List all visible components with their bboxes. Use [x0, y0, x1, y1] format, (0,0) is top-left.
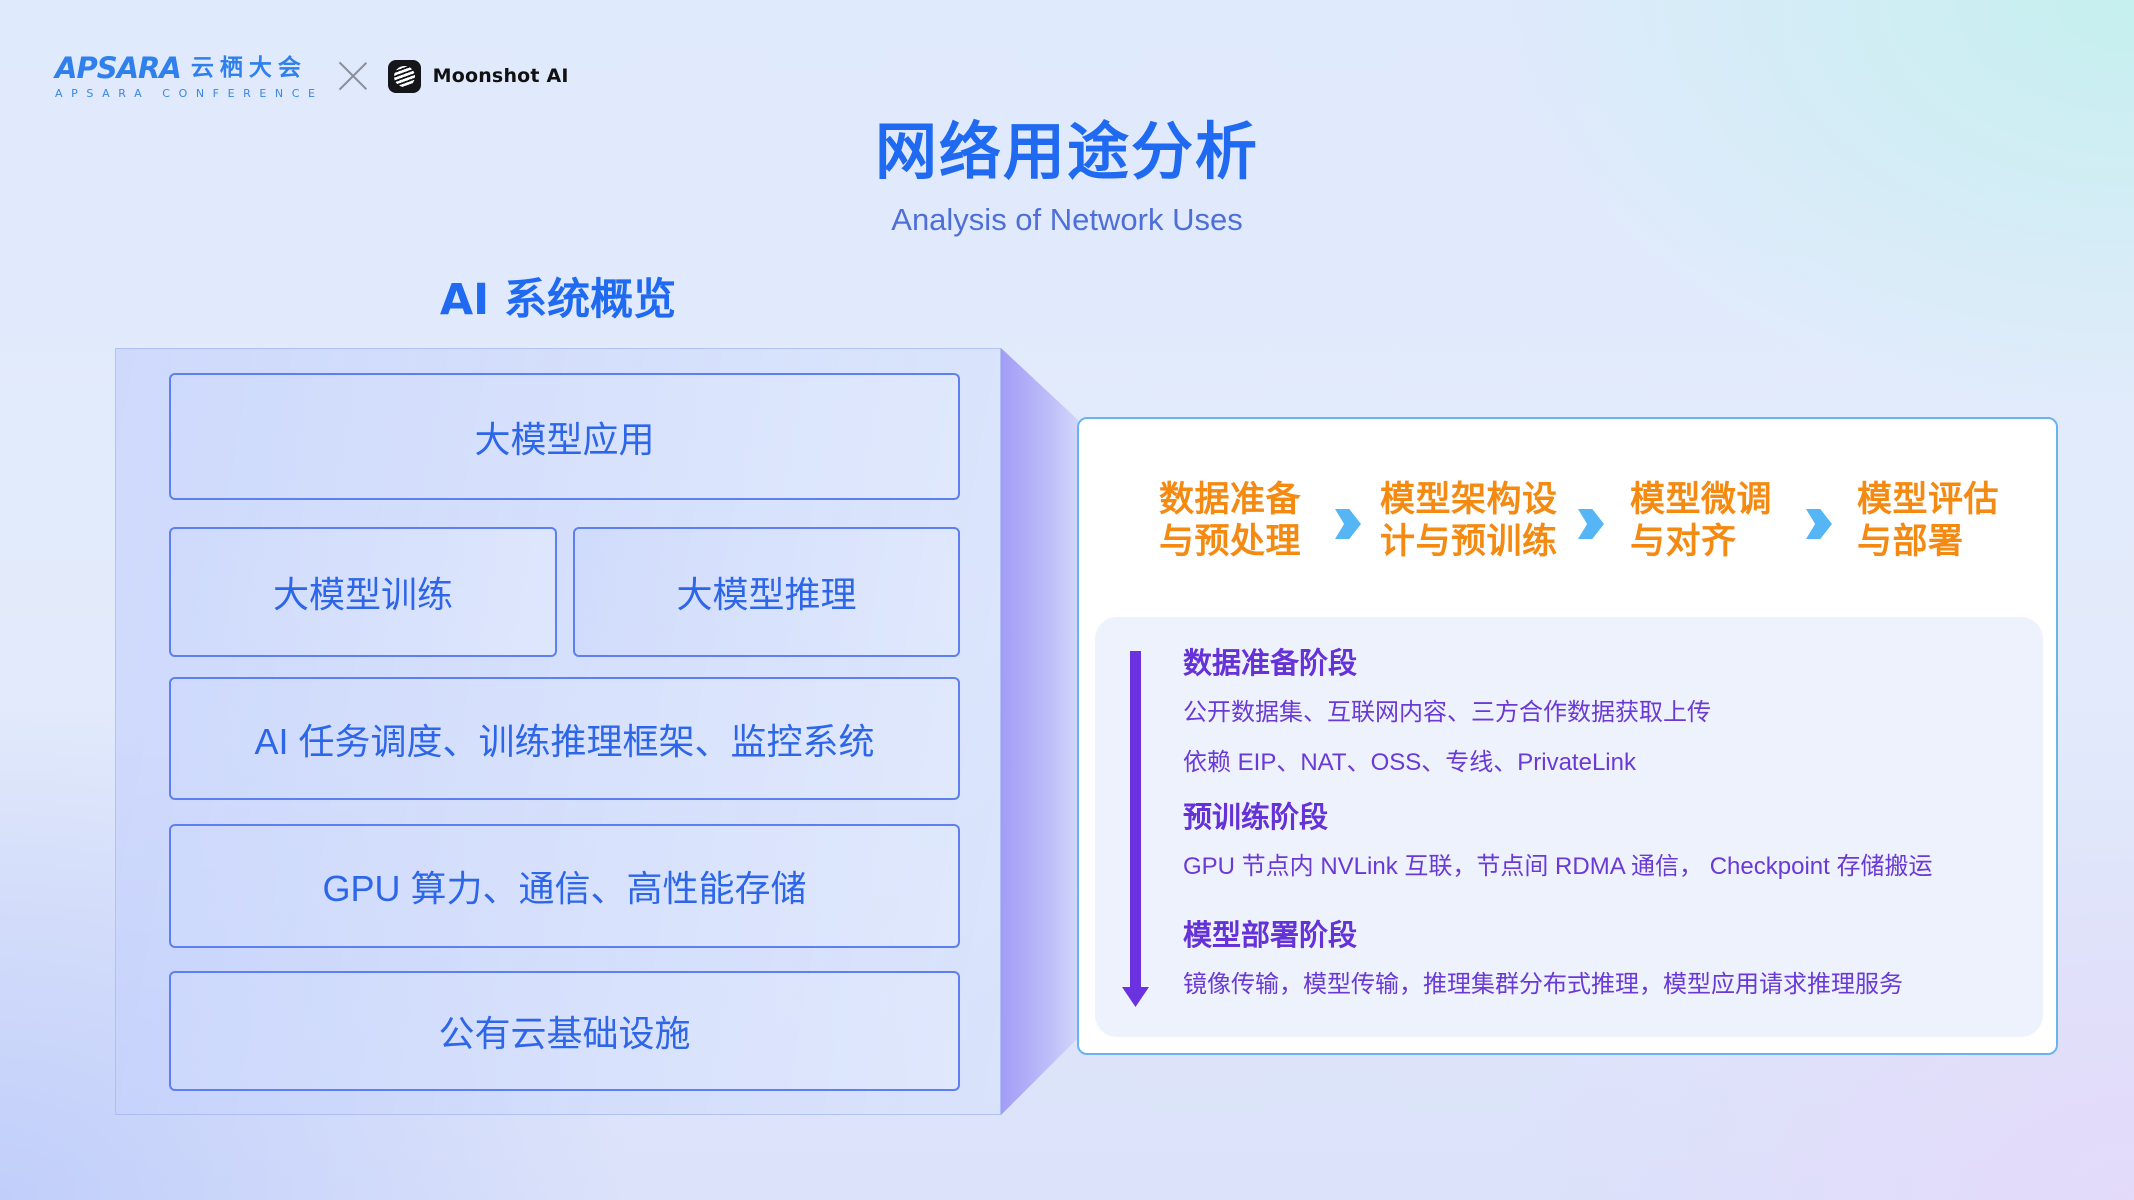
lifecycle-flow: 数据准备 与预处理 模型架构设 计与预训练 模型微调 与对齐 模型评估 与部署 — [1079, 479, 2056, 579]
flow-step-eval-deploy: 模型评估 与部署 — [1857, 480, 2000, 562]
flow-step-finetune: 模型微调 与对齐 — [1630, 480, 1773, 562]
layer-llm-training: 大模型训练 — [169, 527, 557, 657]
ai-system-overview-title: AI 系统概览 — [439, 275, 677, 325]
stage-line: GPU 节点内 NVLink 互联，节点间 RDMA 通信， Checkpoin… — [1183, 853, 1933, 880]
stage-line: 依赖 EIP、NAT、OSS、专线、PrivateLink — [1183, 749, 1636, 776]
moonshot-name: Moonshot AI — [432, 65, 569, 87]
times-icon — [338, 61, 368, 91]
chevron-right-icon — [1335, 509, 1361, 539]
apsara-tagline: APSARA CONFERENCE — [55, 86, 324, 100]
stage-title-data-prep: 数据准备阶段 — [1183, 646, 1358, 680]
apsara-logo: APSARA 云栖大会 APSARA CONFERENCE — [55, 53, 324, 100]
chevron-right-icon — [1806, 509, 1832, 539]
apsara-cn-name: 云栖大会 — [190, 54, 307, 81]
stage-details-panel: 数据准备阶段 公开数据集、互联网内容、三方合作数据获取上传 依赖 EIP、NAT… — [1095, 617, 2043, 1037]
layer-llm-inference: 大模型推理 — [573, 527, 960, 657]
stage-title-deployment: 模型部署阶段 — [1183, 918, 1358, 952]
layer-gpu-compute-storage: GPU 算力、通信、高性能存储 — [169, 824, 960, 948]
page-title: 网络用途分析 — [874, 115, 1259, 188]
logo-bar: APSARA 云栖大会 APSARA CONFERENCE Moonshot A… — [55, 52, 569, 100]
layer-public-cloud-infra: 公有云基础设施 — [169, 971, 960, 1091]
moonshot-globe-icon — [387, 59, 421, 93]
arrow-down-icon — [1122, 987, 1149, 1007]
network-usage-card: 数据准备 与预处理 模型架构设 计与预训练 模型微调 与对齐 模型评估 与部署 … — [1077, 417, 2058, 1055]
chevron-right-icon — [1578, 509, 1604, 539]
page-subtitle: Analysis of Network Uses — [891, 202, 1243, 237]
apsara-wordmark: APSARA — [55, 50, 182, 85]
timeline-bar — [1130, 651, 1141, 989]
layer-ai-scheduling-frameworks: AI 任务调度、训练推理框架、监控系统 — [169, 677, 960, 800]
stage-title-pretraining: 预训练阶段 — [1183, 800, 1329, 834]
zoom-connector — [1001, 348, 1078, 1115]
flow-step-pretraining: 模型架构设 计与预训练 — [1380, 480, 1558, 562]
layer-llm-application: 大模型应用 — [169, 373, 960, 500]
flow-step-data-prep: 数据准备 与预处理 — [1159, 480, 1302, 562]
stage-line: 公开数据集、互联网内容、三方合作数据获取上传 — [1183, 699, 1711, 726]
stage-line: 镜像传输，模型传输，推理集群分布式推理，模型应用请求推理服务 — [1183, 971, 1903, 998]
